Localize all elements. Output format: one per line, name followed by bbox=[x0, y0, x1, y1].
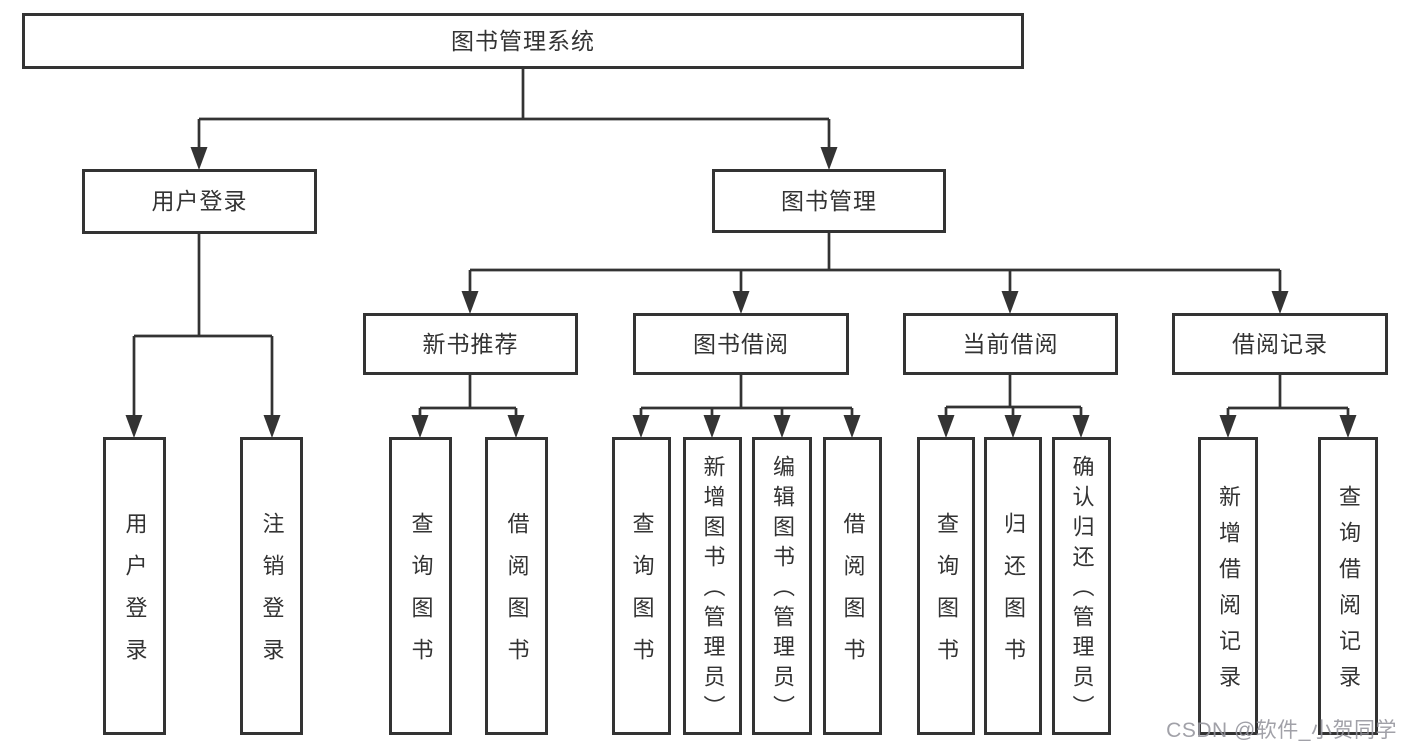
leaf-return-book-label: 归还图书 bbox=[1001, 512, 1026, 680]
leaf-logout-login-label: 注销登录 bbox=[259, 512, 285, 680]
leaf-user-login-label: 用户登录 bbox=[122, 512, 148, 680]
node-library-system-label: 图书管理系统 bbox=[451, 27, 595, 54]
arrowheads bbox=[125, 147, 1357, 438]
leaf-confirm-return-admin-label: 确认归还（管理员） bbox=[1069, 455, 1095, 725]
leaf-borrow-book-1-label: 借阅图书 bbox=[504, 512, 530, 680]
leaf-query-borrow-record-label: 查询借阅记录 bbox=[1336, 485, 1361, 701]
leaf-borrow-book-2-label: 借阅图书 bbox=[840, 512, 866, 680]
node-new-book-recommend-label: 新书推荐 bbox=[422, 330, 519, 357]
leaf-confirm-return-admin: 确认归还（管理员） bbox=[1052, 437, 1111, 735]
node-book-borrow: 图书借阅 bbox=[633, 313, 849, 375]
node-borrow-records: 借阅记录 bbox=[1172, 313, 1388, 375]
node-book-management: 图书管理 bbox=[712, 169, 946, 233]
leaf-query-book-2: 查询图书 bbox=[612, 437, 671, 735]
leaf-add-borrow-record: 新增借阅记录 bbox=[1198, 437, 1258, 735]
leaf-user-login: 用户登录 bbox=[103, 437, 166, 735]
leaf-borrow-book-1: 借阅图书 bbox=[485, 437, 548, 735]
leaf-add-book-admin-label: 新增图书（管理员） bbox=[700, 455, 726, 725]
node-current-borrow: 当前借阅 bbox=[903, 313, 1118, 375]
leaf-query-book-3-label: 查询图书 bbox=[934, 512, 959, 680]
leaf-edit-book-admin: 编辑图书（管理员） bbox=[752, 437, 812, 735]
leaf-query-borrow-record: 查询借阅记录 bbox=[1318, 437, 1378, 735]
node-library-system: 图书管理系统 bbox=[22, 13, 1024, 69]
csdn-watermark: CSDN @软件_小贺同学 bbox=[1166, 719, 1397, 742]
leaf-logout-login: 注销登录 bbox=[240, 437, 303, 735]
node-new-book-recommend: 新书推荐 bbox=[363, 313, 578, 375]
leaf-add-borrow-record-label: 新增借阅记录 bbox=[1216, 485, 1241, 701]
leaf-add-book-admin: 新增图书（管理员） bbox=[683, 437, 742, 735]
leaf-query-book-1-label: 查询图书 bbox=[408, 512, 434, 680]
leaf-return-book: 归还图书 bbox=[984, 437, 1042, 735]
node-user-login: 用户登录 bbox=[82, 169, 317, 234]
leaf-query-book-1: 查询图书 bbox=[389, 437, 452, 735]
leaf-query-book-2-label: 查询图书 bbox=[629, 512, 655, 680]
node-book-borrow-label: 图书借阅 bbox=[693, 330, 789, 357]
node-book-management-label: 图书管理 bbox=[781, 187, 877, 214]
leaf-borrow-book-2: 借阅图书 bbox=[823, 437, 882, 735]
leaf-edit-book-admin-label: 编辑图书（管理员） bbox=[770, 455, 795, 725]
node-borrow-records-label: 借阅记录 bbox=[1232, 330, 1328, 357]
node-user-login-label: 用户登录 bbox=[151, 188, 248, 214]
node-current-borrow-label: 当前借阅 bbox=[962, 330, 1059, 357]
leaf-query-book-3: 查询图书 bbox=[917, 437, 975, 735]
